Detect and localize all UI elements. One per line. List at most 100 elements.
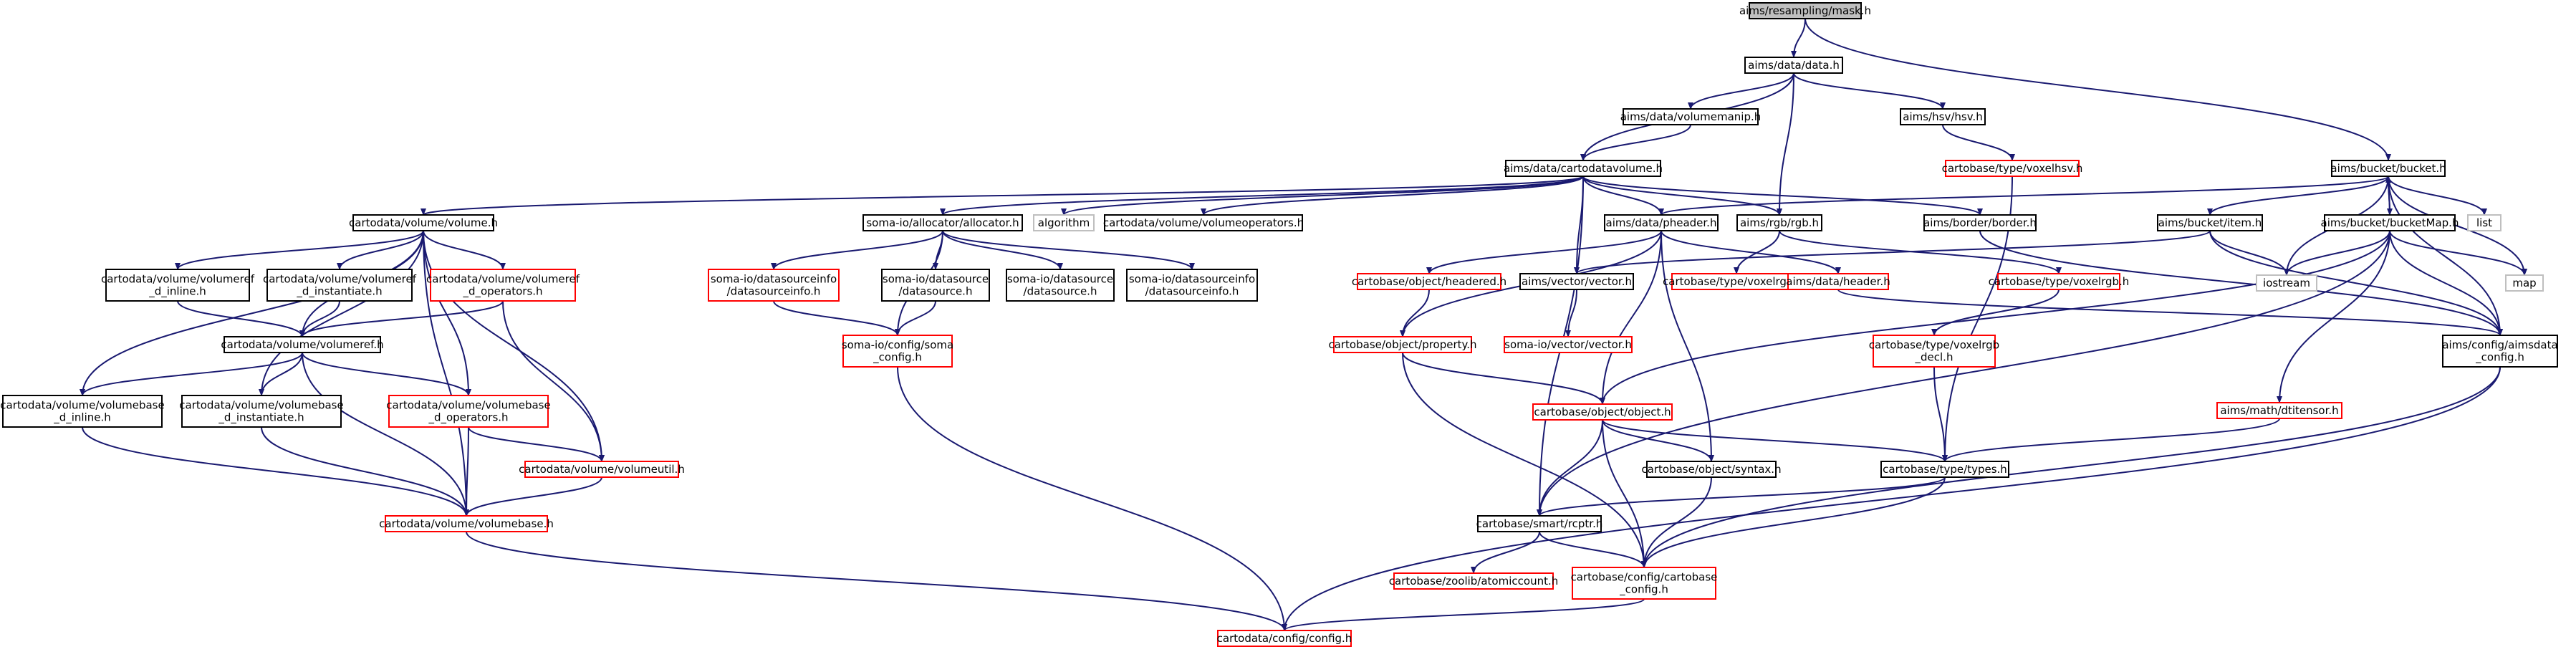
node-somavector[interactable]: soma-io/vector/vector.h	[1504, 336, 1633, 353]
node-iostream[interactable]: iostream	[2256, 274, 2317, 292]
edge-bucketMap-to-iostream	[2284, 230, 2390, 276]
node-box	[430, 269, 576, 302]
node-soma-config[interactable]: soma-io/config/soma_config.h	[842, 335, 953, 368]
node-label: _d_inline.h	[53, 411, 111, 425]
edge-voxelrgb-decl-to-types	[1933, 366, 1948, 462]
node-volumebase-inline[interactable]: cartodata/volume/volumebase_d_inline.h	[0, 395, 165, 428]
node-box	[1333, 336, 1472, 353]
node-box	[181, 395, 342, 428]
node-cartodatavolume[interactable]: aims/data/cartodatavolume.h	[1504, 160, 1663, 177]
node-hsv[interactable]: aims/hsv/hsv.h	[1900, 108, 1986, 125]
node-label: map	[2512, 277, 2536, 289]
node-label: cartobase/config/cartobase	[1571, 571, 1718, 584]
node-box	[1126, 269, 1258, 302]
node-box	[842, 335, 953, 368]
node-atomiccount[interactable]: cartobase/zoolib/atomiccount.h	[1389, 572, 1558, 590]
node-volumeoperators[interactable]: cartodata/volume/volumeoperators.h	[1103, 214, 1304, 231]
node-voxelrgba[interactable]: cartobase/type/voxelrgba.h	[1663, 273, 1810, 290]
edge-volumebase-to-cartodata-config	[466, 531, 1287, 631]
node-volumebase[interactable]: cartodata/volume/volumebase.h	[379, 515, 554, 532]
node-header[interactable]: aims/data/header.h	[1786, 273, 1890, 290]
node-bucket[interactable]: aims/bucket/bucket.h	[2330, 160, 2446, 177]
node-volumeutil[interactable]: cartodata/volume/volumeutil.h	[519, 461, 685, 478]
node-bucketMap[interactable]: aims/bucket/bucketMap.h	[2321, 214, 2459, 231]
node-property[interactable]: cartobase/object/property.h	[1328, 336, 1477, 353]
edge-data-to-volumemanip	[1688, 72, 1794, 110]
node-label: aims/vector/vector.h	[1522, 275, 1632, 288]
node-dsinfo-black[interactable]: soma-io/datasourceinfo/datasourceinfo.h	[1126, 269, 1258, 302]
node-voxelrgb[interactable]: cartobase/type/voxelrgb.h	[1989, 273, 2130, 290]
edge-volume-to-volumeref-operators	[423, 230, 506, 270]
node-box	[1900, 108, 1986, 125]
node-volume[interactable]: cartodata/volume/volume.h	[349, 214, 498, 231]
edge-types-to-cartobase-config	[1641, 476, 1946, 568]
node-volumemanip[interactable]: aims/data/volumemanip.h	[1620, 108, 1762, 125]
node-box	[1646, 461, 1777, 478]
node-types[interactable]: cartobase/type/types.h	[1880, 461, 2009, 478]
node-datasource-grey[interactable]: soma-io/datasource/datasource.h	[1006, 269, 1115, 302]
node-voxelrgb-decl[interactable]: cartobase/type/voxelrgb_decl.h	[1869, 335, 1999, 368]
node-volumeref-instantiate[interactable]: cartodata/volume/volumeref_d_instantiate…	[263, 269, 417, 302]
node-root[interactable]: aims/resampling/mask.h	[1739, 2, 1871, 19]
edge-cartobase-config-to-cartodata-config	[1282, 598, 1645, 631]
node-label: soma-io/datasource	[1007, 273, 1113, 286]
node-object[interactable]: cartobase/object/object.h	[1532, 403, 1673, 421]
node-volumeref-inline[interactable]: cartodata/volume/volumeref_d_inline.h	[101, 269, 255, 302]
node-border[interactable]: aims/border/border.h	[1923, 214, 2037, 231]
node-list[interactable]: list	[2467, 214, 2501, 231]
node-rcptr[interactable]: cartobase/smart/rcptr.h	[1476, 515, 1603, 532]
edge-syntax-to-cartobase-config	[1641, 476, 1712, 568]
edge-root-to-data	[1791, 18, 1806, 58]
node-datasource[interactable]: soma-io/datasource/datasource.h	[881, 269, 990, 302]
edge-volume-to-volumebase-operators	[423, 230, 471, 396]
node-label: cartobase/type/voxelrgb.h	[1989, 275, 2130, 288]
node-box	[1787, 273, 1889, 290]
node-volumebase-operators[interactable]: cartodata/volume/volumebase_d_operators.…	[386, 395, 551, 428]
node-label: soma-io/datasource	[883, 273, 989, 286]
edge-hsv-to-voxelhsv	[1942, 124, 2015, 161]
node-volumeref-operators[interactable]: cartodata/volume/volumeref_d_operators.h	[426, 269, 580, 302]
node-label: /datasource.h	[1024, 285, 1097, 298]
edge-rcptr-to-cartobase-config	[1539, 531, 1647, 568]
node-rgb[interactable]: aims/rgb/rgb.h	[1736, 214, 1822, 231]
node-syntax[interactable]: cartobase/object/syntax.h	[1641, 461, 1782, 478]
node-dsinfo-red[interactable]: soma-io/datasourceinfo/datasourceinfo.h	[708, 269, 840, 302]
node-box	[2157, 214, 2263, 231]
node-aimsdata-config[interactable]: aims/config/aimsdata_config.h	[2442, 335, 2558, 368]
node-box	[1945, 160, 2080, 177]
node-box	[2442, 335, 2558, 368]
edge-bucket-to-aimsdata-config	[2388, 176, 2503, 336]
node-cartobase-config[interactable]: cartobase/config/cartobase_config.h	[1571, 567, 1718, 600]
node-label: _decl.h	[1915, 351, 1953, 365]
node-map[interactable]: map	[2505, 274, 2544, 292]
node-cartodata-config[interactable]: cartodata/config/config.h	[1217, 630, 1352, 647]
node-allocator[interactable]: soma-io/allocator/allocator.h	[862, 214, 1023, 231]
node-vector[interactable]: aims/vector/vector.h	[1519, 273, 1634, 290]
node-data[interactable]: aims/data/data.h	[1744, 57, 1843, 74]
node-pheader[interactable]: aims/data/pheader.h	[1604, 214, 1719, 231]
node-volumeref[interactable]: cartodata/volume/volumeref.h	[221, 336, 384, 353]
node-algorithm[interactable]: algorithm	[1033, 214, 1095, 231]
node-voxelhsv[interactable]: cartobase/type/voxelhsv.h	[1942, 160, 2083, 177]
node-label: aims/data/cartodatavolume.h	[1504, 162, 1663, 175]
node-item[interactable]: aims/bucket/item.h	[2157, 214, 2263, 231]
edge-object-to-syntax	[1602, 419, 1714, 462]
edge-vector-to-somavector	[1565, 289, 1577, 337]
edge-bucket-to-map	[2388, 176, 2527, 276]
edge-cartodatavolume-to-volume	[420, 176, 1584, 216]
node-box	[524, 461, 679, 478]
edge-types-to-rcptr	[1537, 476, 1946, 517]
node-dtitensor[interactable]: aims/math/dtitensor.h	[2216, 402, 2342, 419]
node-volumebase-instantiate[interactable]: cartodata/volume/volumebase_d_instantiat…	[179, 395, 344, 428]
node-headered[interactable]: cartobase/object/headered.h	[1352, 273, 1506, 290]
node-box	[1623, 108, 1759, 125]
edge-bucketMap-to-rcptr	[1537, 230, 2390, 517]
node-label: aims/data/pheader.h	[1606, 216, 1717, 229]
edge-volumeref-operators-to-volumeutil	[502, 300, 605, 462]
node-box	[1357, 273, 1501, 290]
node-box	[2216, 402, 2342, 419]
node-label: aims/data/data.h	[1748, 59, 1840, 72]
node-box	[266, 269, 413, 302]
node-label: aims/config/aimsdata	[2442, 339, 2557, 352]
edge-allocator-to-dsinfo-black	[942, 230, 1195, 270]
